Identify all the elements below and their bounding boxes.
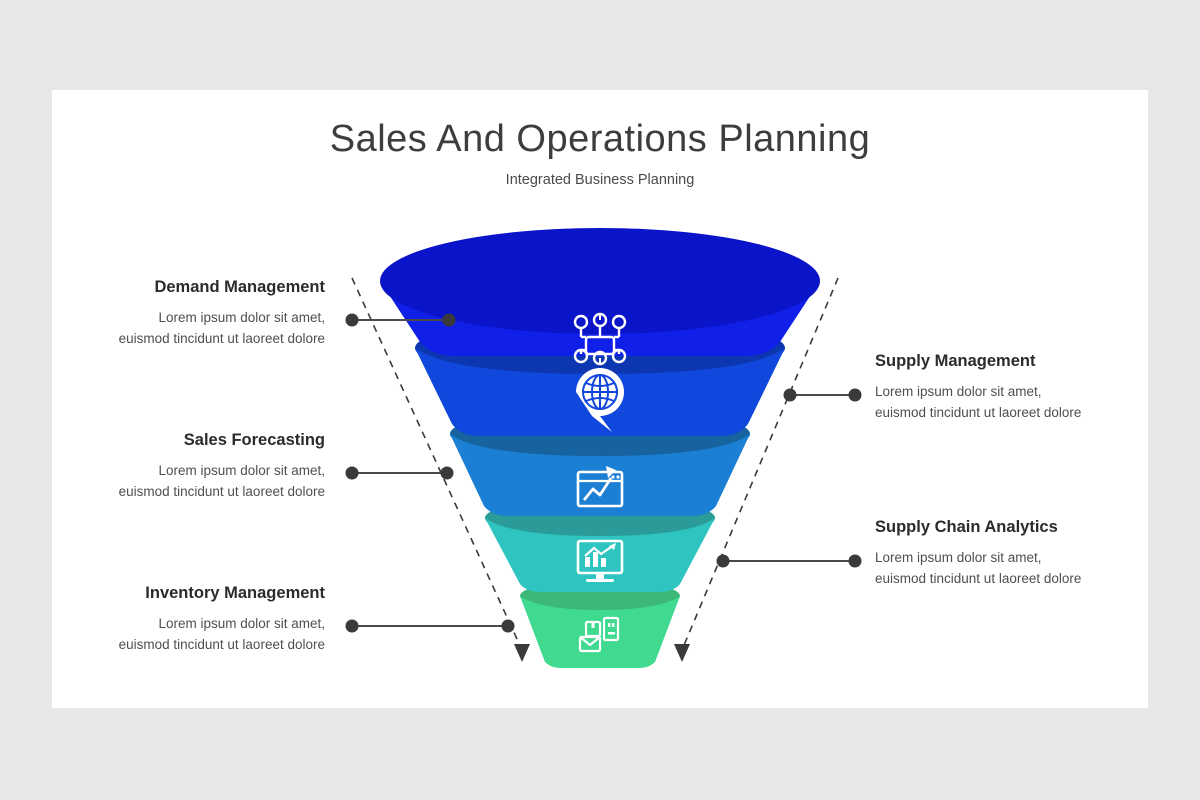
label-description: Lorem ipsum dolor sit amet, euismod tinc…: [118, 310, 325, 346]
page-title: Sales And Operations Planning: [329, 118, 871, 160]
label-supply-chain-analytics[interactable]: Supply Chain Analytics Lorem ipsum dolor…: [875, 518, 1175, 590]
label-title: Inventory Management: [145, 584, 325, 602]
label-sales-forecasting[interactable]: Sales Forecasting Lorem ipsum dolor sit …: [25, 431, 325, 503]
label-demand-management[interactable]: Demand Management Lorem ipsum dolor sit …: [25, 278, 325, 350]
label-title: Demand Management: [154, 278, 325, 296]
label-title: Supply Management: [875, 352, 1036, 370]
page-subtitle: Integrated Business Planning: [505, 172, 695, 188]
label-title: Sales Forecasting: [183, 431, 325, 449]
label-description: Lorem ipsum dolor sit amet, euismod tinc…: [118, 463, 325, 499]
label-title: Supply Chain Analytics: [875, 518, 1058, 536]
label-description: Lorem ipsum dolor sit amet, euismod tinc…: [118, 616, 325, 652]
label-inventory-management[interactable]: Inventory Management Lorem ipsum dolor s…: [25, 584, 325, 656]
label-supply-management[interactable]: Supply Management Lorem ipsum dolor sit …: [875, 352, 1175, 424]
label-description: Lorem ipsum dolor sit amet, euismod tinc…: [875, 384, 1082, 420]
label-description: Lorem ipsum dolor sit amet, euismod tinc…: [875, 550, 1082, 586]
